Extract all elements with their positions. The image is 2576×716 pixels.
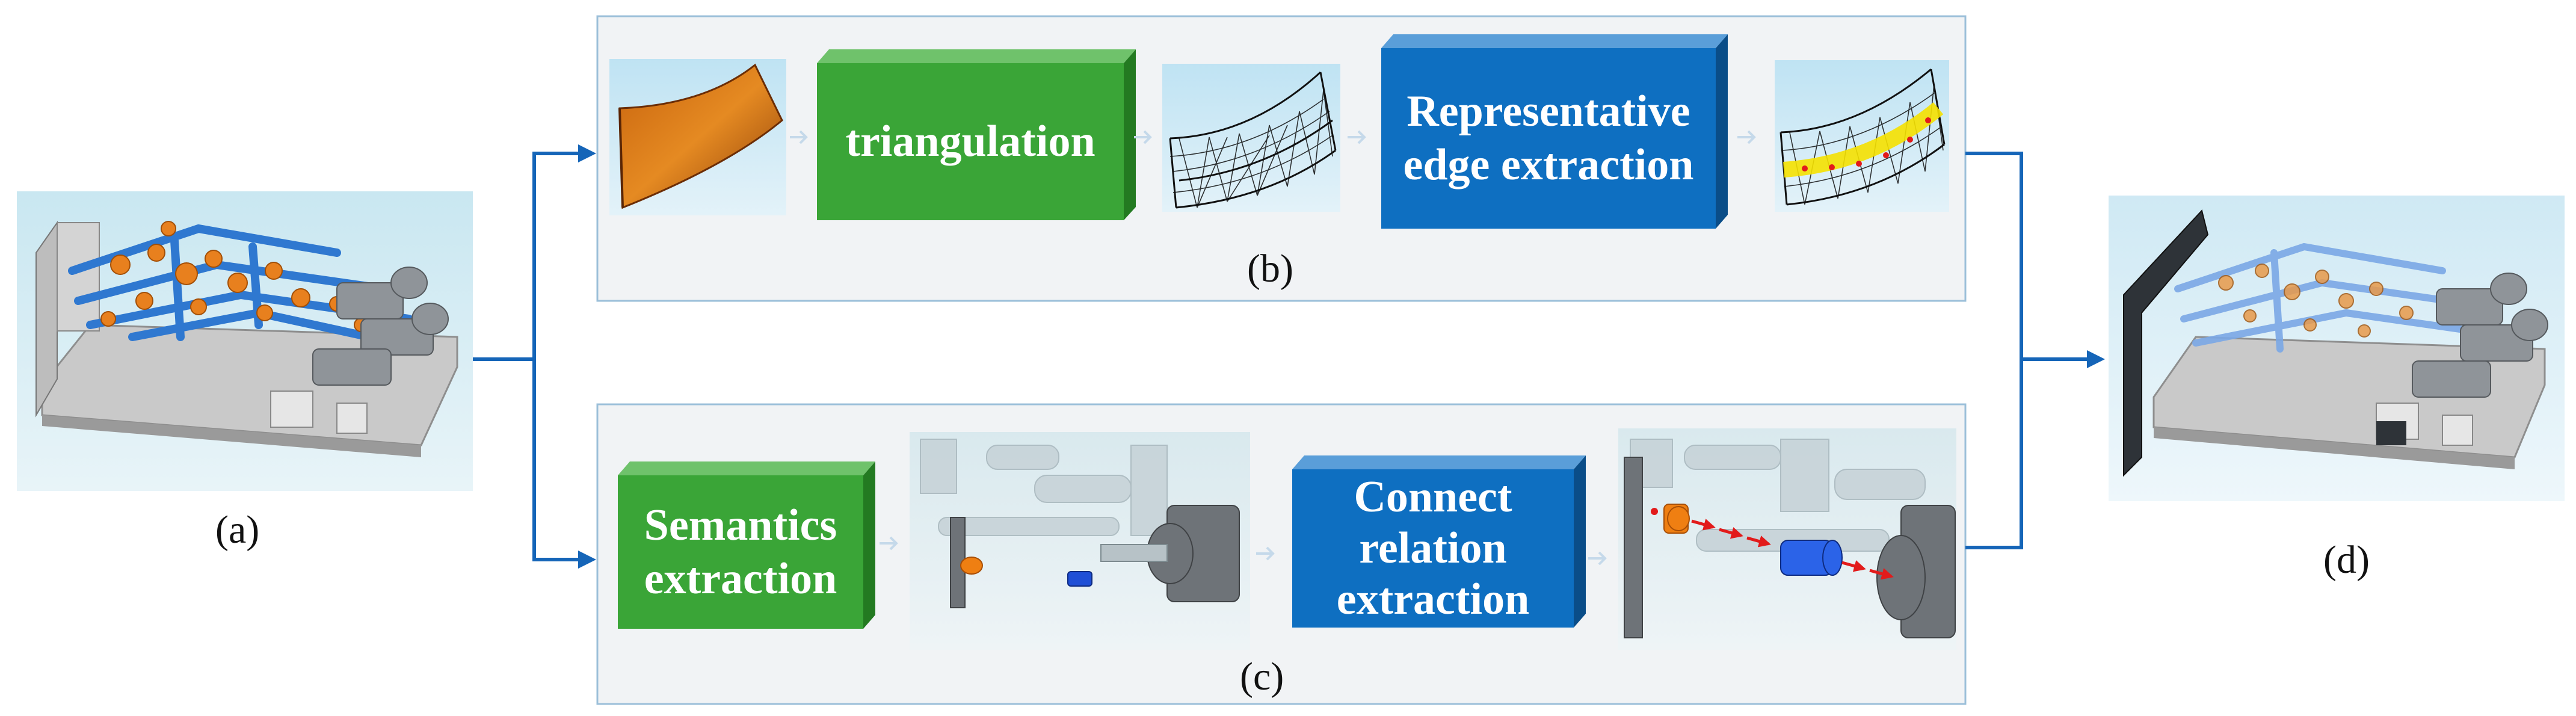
step-arrow-1 (790, 130, 808, 144)
edge-extraction-line2: edge extraction (1403, 140, 1694, 190)
triangulation-text: triangulation (845, 117, 1095, 167)
connect-line1: Connect (1354, 472, 1512, 522)
caption-a: (a) (215, 508, 260, 552)
caption-b: (b) (1247, 247, 1293, 291)
connect-line3: extraction (1336, 575, 1530, 625)
connect-line2: relation (1359, 523, 1507, 573)
semantics-box (618, 461, 875, 629)
merge-from-b (1965, 152, 2023, 359)
semantics-label: Semantics extraction (618, 475, 863, 629)
flow-connectors (473, 144, 2105, 569)
edge-extraction-label: Representative edge extraction (1381, 48, 1716, 229)
wireframe-mesh-icon (1162, 64, 1340, 212)
caption-d: (d) (2323, 538, 2370, 582)
connect-box (1292, 455, 1586, 628)
merge-from-c (1965, 359, 2023, 549)
branch-up-arrow (532, 144, 596, 359)
processed-pipe-model-icon (2109, 196, 2565, 501)
step-arrows (790, 130, 1756, 566)
edge-extraction-line1: Representative (1407, 87, 1690, 137)
edge-extraction-box (1381, 34, 1728, 229)
triangulation-label: triangulation (817, 63, 1124, 220)
mesh-with-edge-icon (1775, 60, 1949, 212)
step-arrow-4 (1737, 130, 1756, 144)
step-arrow-7 (1588, 551, 1607, 566)
caption-c: (c) (1240, 655, 1284, 699)
equipment-closeup-icon (910, 432, 1250, 650)
step-arrow-2 (1134, 130, 1152, 144)
semantics-line1: Semantics (644, 500, 837, 550)
triangulation-box (817, 49, 1136, 220)
branch-down-arrow (532, 359, 596, 569)
connect-label: Connect relation extraction (1292, 469, 1574, 628)
connection-arrows-icon (1618, 428, 1956, 650)
step-arrow-3 (1348, 130, 1366, 144)
orange-pipe-elbow-icon (609, 59, 786, 215)
semantics-line2: extraction (644, 554, 837, 603)
step-arrow-5 (880, 536, 898, 551)
step-arrow-6 (1256, 546, 1275, 561)
pipe-system-model-icon (17, 191, 473, 491)
